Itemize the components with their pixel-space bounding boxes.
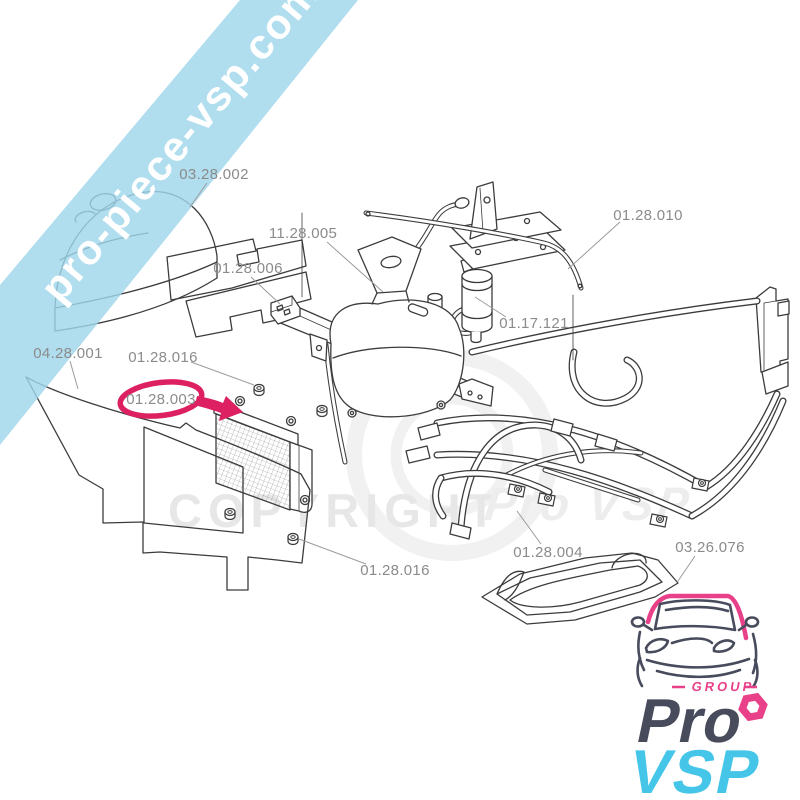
support-rod-drawing [366,212,582,288]
highlight-ellipse [117,379,205,419]
expansion-tank-drawing [329,197,470,418]
part-label-engine-cover: 03.28.002 [179,166,248,183]
oil-cooler-drawing [213,395,313,513]
air-scoop-drawing [481,552,679,625]
logo-nut-hole [746,700,760,714]
leader-lines [69,182,696,582]
sound-mat-drawing [166,238,312,338]
logo-car-outline [630,593,760,689]
nut-icon [253,383,265,397]
heat-shield-drawing [25,376,311,591]
logo-group-text: GROUP [690,679,755,694]
part-label-oil-cooler: 01.28.003 [126,391,195,408]
part-label-heat-shield: 04.28.001 [33,345,102,362]
part-label-expansion-tank: 11.28.005 [269,225,337,242]
nut-icon [224,507,236,521]
highlight-arrow-icon [195,396,243,421]
part-label-air-scoop: 03.26.076 [675,539,744,556]
provsp-logo: GROUP Pro VSP [623,593,768,800]
part-label-fuel-filter: 01.17.121 [499,315,568,332]
part-label-chassis-frame: 01.28.004 [513,544,582,561]
watermark-banner: pro-piece-vsp.com [0,0,358,445]
nut-icon [316,404,328,418]
mounting-plates-drawing [449,181,566,270]
part-label-nut-lower: 01.28.016 [360,562,429,579]
part-label-support-rod: 01.28.010 [613,207,682,224]
logo-pro-text: Pro [631,687,749,756]
logo-vsp-text: VSP [623,738,768,800]
part-label-nut-upper: 01.28.016 [128,349,197,366]
part-label-front-support: 01.28.006 [213,260,282,277]
banner-url-text: pro-piece-vsp.com [31,0,329,311]
nut-icon [287,532,299,546]
